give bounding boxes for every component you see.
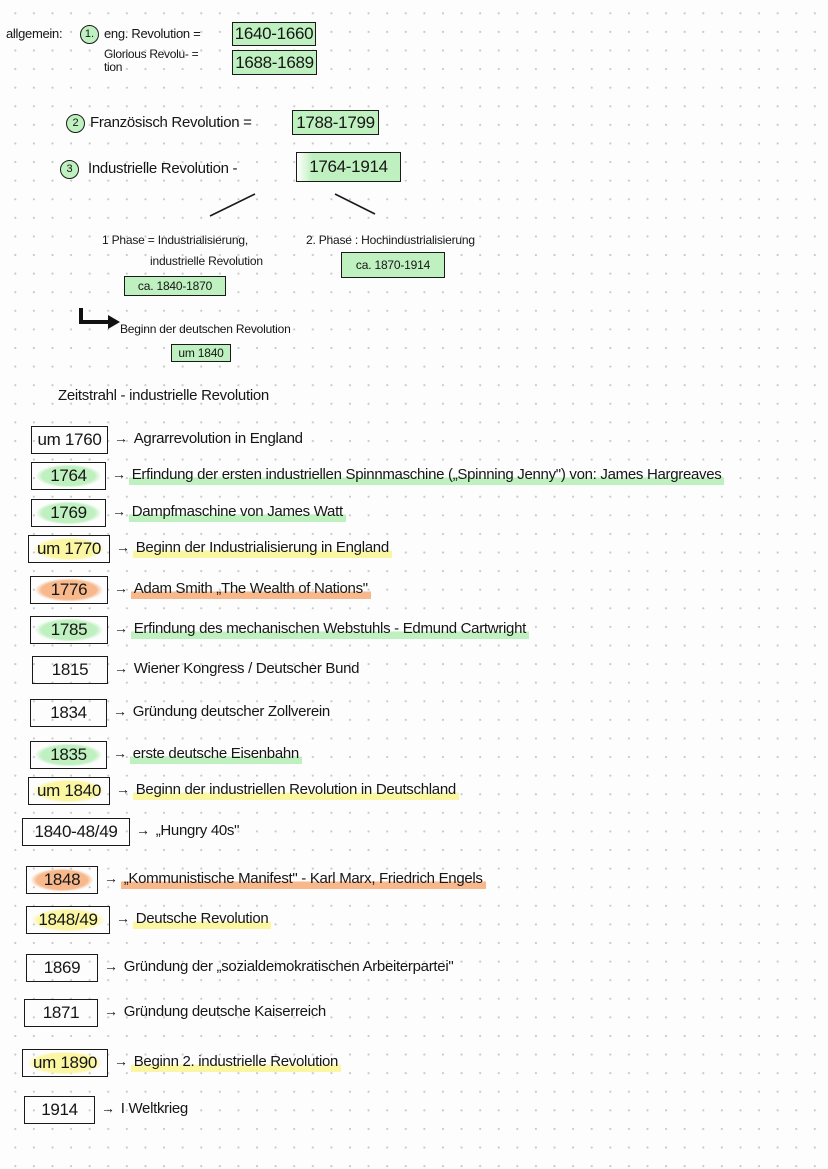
- timeline-entry: → Gründung deutsche Kaiserreich: [104, 1003, 329, 1020]
- number-circle-3: 3: [60, 159, 79, 179]
- timeline-date: 1869: [26, 954, 98, 982]
- timeline-entry: →Beginn 2. industrielle Revolution: [114, 1053, 342, 1072]
- timeline-entry: → Wiener Kongress / Deutscher Bund: [114, 660, 362, 677]
- timeline-entry: →Dampfmaschine von James Watt: [112, 503, 346, 522]
- timeline-title: Zeitstrahl - industrielle Revolution: [58, 387, 269, 404]
- arrow-icon: →: [114, 430, 128, 446]
- timeline-text: Beginn der industriellen Revolution in D…: [132, 781, 459, 800]
- arrow-icon: →: [104, 958, 118, 974]
- timeline-date: 1815: [32, 656, 108, 684]
- timeline-text: I Weltkrieg: [120, 1100, 189, 1117]
- item-name: eng. Revolution =: [104, 26, 201, 41]
- timeline-text: Dampfmaschine von James Watt: [128, 503, 346, 522]
- timeline-entry: →Erfindung der ersten industriellen Spin…: [112, 466, 725, 485]
- timeline-date: 1848: [26, 866, 98, 894]
- number-circle-1: 1.: [80, 24, 99, 44]
- arrow-icon: →: [112, 466, 126, 482]
- arrow-icon: →: [104, 870, 118, 886]
- timeline-text: Agrarrevolution in England: [133, 430, 303, 447]
- german-start-text: Beginn der deutschen Revolution: [120, 322, 291, 336]
- branch-lines: [209, 193, 376, 217]
- date-box: 1640-1660: [232, 22, 316, 46]
- overview-label: allgemein:: [6, 26, 63, 41]
- timeline-date: um 1840: [28, 777, 110, 805]
- timeline-entry: → Gründung der „sozialdemokratischen Arbe…: [104, 958, 456, 975]
- timeline-text: Gründung der „sozialdemokratischen Arbei…: [123, 958, 454, 975]
- timeline-entry: →Adam Smith „The Wealth of Nations": [114, 580, 371, 599]
- arrow-icon: →: [116, 781, 130, 797]
- arrow-icon: →: [116, 910, 130, 926]
- date-box: 1788-1799: [292, 110, 379, 135]
- timeline-entry: →Erfindung des mechanischen Webstuhls - …: [114, 620, 529, 639]
- timeline-date: 1840-48/49: [22, 818, 130, 846]
- timeline-text: Gründung deutsche Kaiserreich: [123, 1003, 327, 1020]
- timeline-text: Gründung deutscher Zollverein: [132, 703, 331, 720]
- timeline-text: Adam Smith „The Wealth of Nations": [130, 580, 371, 599]
- timeline-date: 1769: [31, 499, 106, 527]
- timeline-entry: →„Kommunistische Manifest" - Karl Marx, …: [104, 870, 486, 889]
- timeline-date: 1848/49: [26, 906, 110, 934]
- timeline-date: 1785: [30, 616, 108, 644]
- timeline-date: 1764: [31, 462, 106, 490]
- phase2-title: 2. Phase : Hochindustrialisierung: [306, 233, 475, 247]
- timeline-date: um 1770: [28, 535, 110, 563]
- arrow-icon: →: [114, 580, 128, 596]
- number-circle-2: 2: [66, 113, 85, 133]
- arrow-icon: →: [114, 1053, 128, 1069]
- timeline-entry: → Agrarrevolution in England: [114, 430, 306, 447]
- arrow-icon: →: [104, 1003, 118, 1019]
- timeline-date: 1871: [24, 999, 98, 1027]
- timeline-entry: → I Weltkrieg: [101, 1100, 191, 1117]
- arrow-icon: →: [112, 503, 126, 519]
- timeline-date: 1776: [30, 576, 108, 604]
- arrow-icon: →: [113, 745, 127, 761]
- date-box: 1688-1689: [232, 50, 317, 75]
- arrow-icon: →: [114, 660, 128, 676]
- timeline-entry: → Gründung deutscher Zollverein: [113, 703, 333, 720]
- timeline-date: 1835: [30, 741, 107, 769]
- timeline-text: erste deutsche Eisenbahn: [129, 745, 302, 764]
- timeline-entry: → „Hungry 40s": [136, 822, 242, 839]
- timeline-entry: →Beginn der Industrialisierung in Englan…: [116, 539, 392, 558]
- timeline-entry: →erste deutsche Eisenbahn: [113, 745, 302, 764]
- arrow-icon: →: [113, 703, 127, 719]
- timeline-text: Beginn 2. industrielle Revolution: [130, 1053, 342, 1072]
- timeline-text: Erfindung der ersten industriellen Spinn…: [128, 466, 725, 485]
- date-box: 1764-1914: [296, 152, 401, 182]
- phase1-dates: ca. 1840-1870: [124, 276, 226, 296]
- timeline-text: Deutsche Revolution: [132, 910, 272, 929]
- item-name: Industrielle Revolution -: [88, 160, 238, 177]
- item-name: Glorious Revolu- = tion: [104, 47, 199, 74]
- arrow-icon: →: [136, 822, 150, 838]
- phase1-sub: industrielle Revolution: [150, 254, 263, 268]
- arrow-icon: [79, 308, 120, 329]
- phase1-title: 1 Phase = Industrialisierung,: [102, 233, 248, 247]
- arrow-icon: →: [114, 620, 128, 636]
- timeline-date: um 1760: [31, 426, 108, 454]
- timeline-text: „Hungry 40s": [155, 822, 240, 839]
- arrow-icon: →: [116, 539, 130, 555]
- timeline-text: Wiener Kongress / Deutscher Bund: [133, 660, 360, 677]
- arrow-icon: →: [101, 1100, 115, 1116]
- phase2-dates: ca. 1870-1914: [341, 252, 445, 278]
- timeline-text: Erfindung des mechanischen Webstuhls - E…: [130, 620, 529, 639]
- timeline-date: um 1890: [22, 1049, 108, 1077]
- timeline-entry: →Beginn der industriellen Revolution in …: [116, 781, 459, 800]
- timeline-entry: →Deutsche Revolution: [116, 910, 272, 929]
- timeline-text: „Kommunistische Manifest" - Karl Marx, F…: [120, 870, 486, 889]
- german-start-dates: um 1840: [171, 344, 231, 362]
- item-name: Französisch Revolution =: [90, 114, 252, 131]
- timeline-date: 1914: [24, 1096, 95, 1124]
- timeline-date: 1834: [30, 699, 107, 727]
- timeline-text: Beginn der Industrialisierung in England: [132, 539, 392, 558]
